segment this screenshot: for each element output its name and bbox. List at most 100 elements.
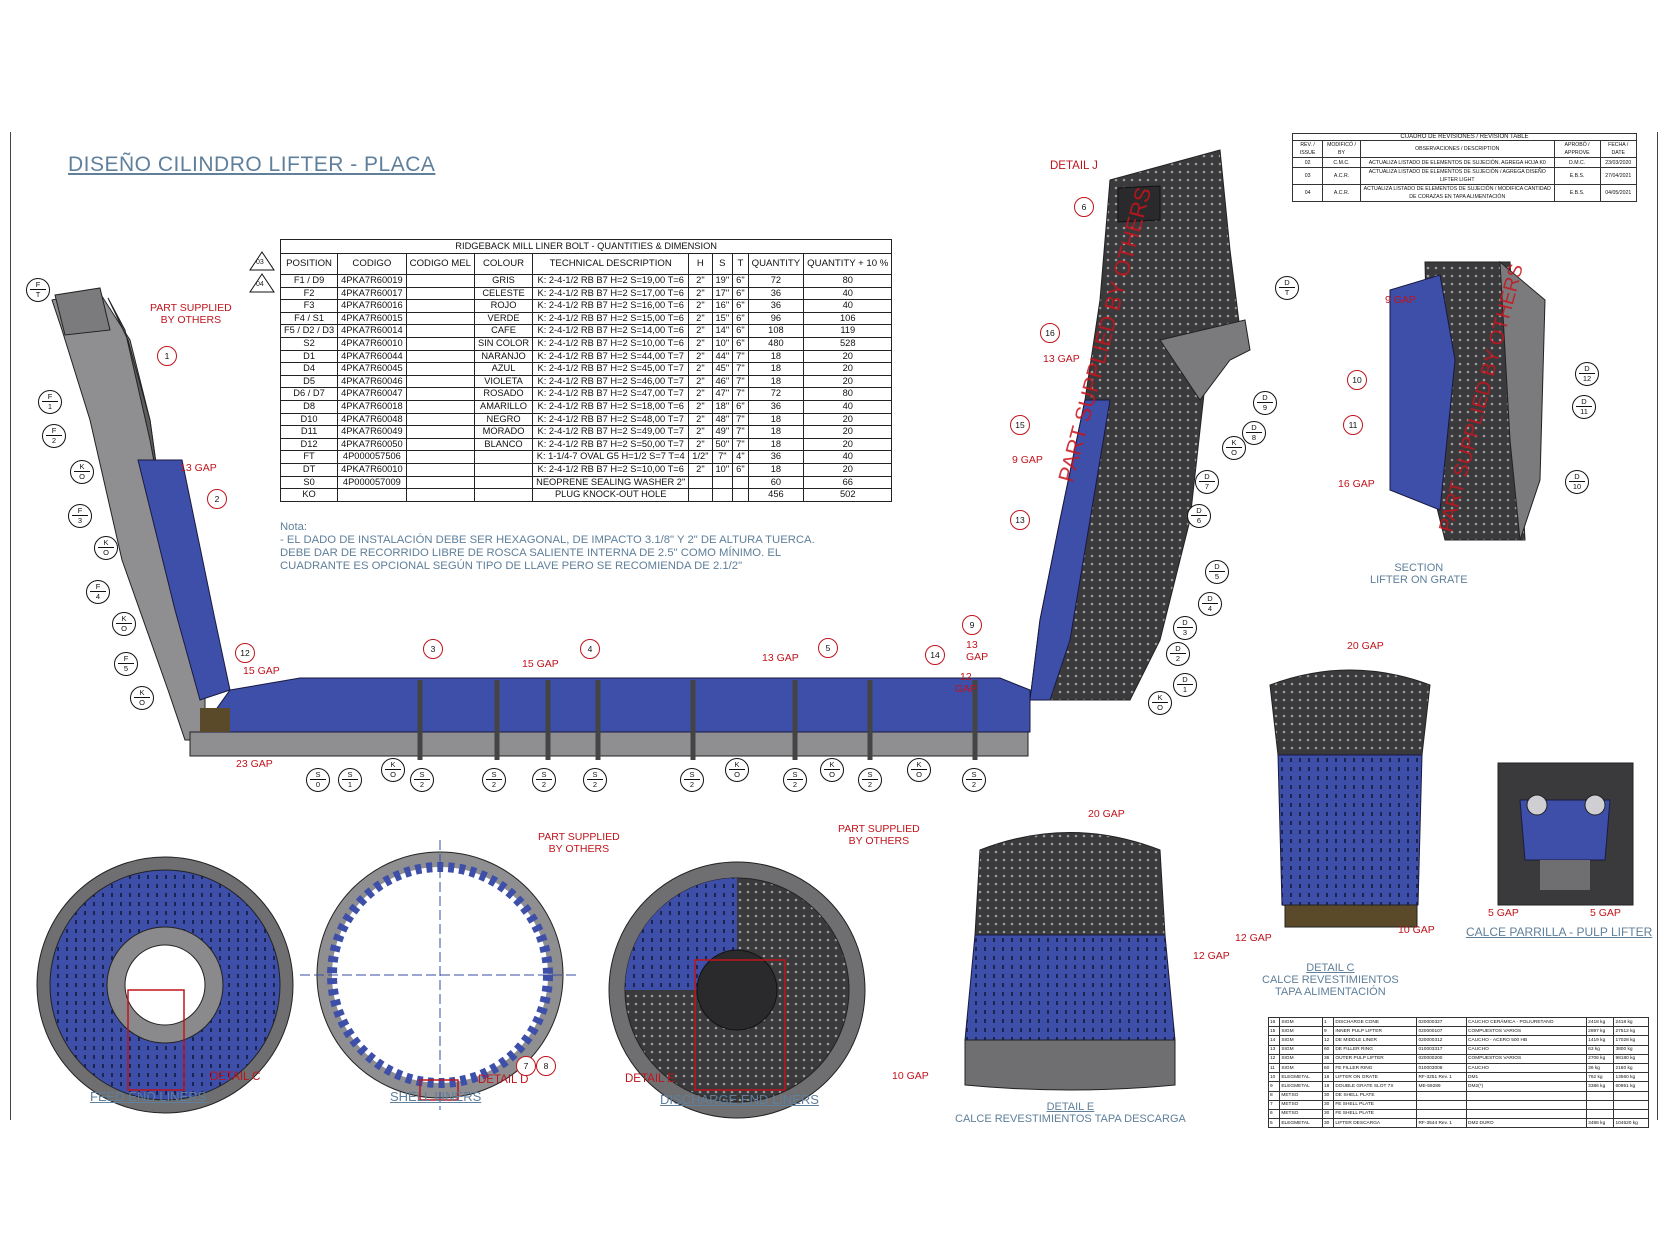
bolt-cell: 2": [688, 286, 713, 301]
bolt-cell: 2": [688, 349, 713, 364]
bolt-cell: D1: [279, 349, 339, 364]
rev-header: OBSERVACIONES / DESCRIPTION: [1359, 140, 1555, 158]
bolt-cell: [405, 437, 475, 452]
revision-cell: A.C.R.: [1322, 184, 1361, 202]
callout-bottom: 5: [1214, 572, 1220, 581]
callout-bottom: T: [1284, 288, 1290, 297]
bolt-cell: K: 2-4-1/2 RB B7 H=2 S=47,00 T=7: [532, 387, 690, 401]
parts-cell: ELEGMETAL: [1279, 1081, 1324, 1092]
bolt-cell: 2": [688, 437, 713, 452]
bolt-cell: SIN COLOR: [473, 336, 534, 351]
parts-cell: 762 kg: [1586, 1072, 1615, 1083]
part-number-balloon: 9: [962, 615, 982, 635]
callout-bottom: O: [390, 770, 396, 779]
bolt-cell: [405, 299, 475, 313]
bolt-cell: K: 2-4-1/2 RB B7 H=2 S=16,00 T=6: [532, 299, 690, 313]
parts-cell: METSO: [1279, 1108, 1324, 1120]
bolt-cell: 2": [688, 336, 713, 351]
bolt-cell: F5 / D2 / D3: [279, 324, 339, 338]
bolt-cell: D11: [279, 425, 339, 439]
bolt-cell: 20: [803, 462, 893, 477]
bolt-cell: 45": [711, 362, 734, 376]
callout-top: D: [1202, 594, 1218, 604]
parts-cell: 18: [1322, 1072, 1335, 1083]
parts-cell: 15: [1267, 1026, 1281, 1037]
bolt-cell: K: 2-4-1/2 RB B7 H=2 S=48,00 T=7: [532, 412, 690, 427]
bolt-cell: 36: [747, 286, 805, 301]
parts-cell: 30: [1322, 1090, 1335, 1101]
parts-cell: 2418 kg: [1613, 1016, 1649, 1028]
parts-cell: [1613, 1108, 1649, 1120]
bolt-cell: 4PKA7R60046: [337, 374, 407, 389]
parts-cell: CAUCHO: [1466, 1044, 1588, 1055]
callout-bottom: 1: [1182, 685, 1188, 694]
bolt-cell: K: 2-4-1/2 RB B7 H=2 S=50,00 T=7: [532, 437, 690, 452]
part-number-balloon: 1: [157, 346, 177, 366]
revision-cell: ACTUALIZA LISTADO DE ELEMENTOS DE SUJECI…: [1359, 157, 1555, 168]
parts-cell: [1416, 1099, 1468, 1110]
bolt-cell: K: 2-4-1/2 RB B7 H=2 S=10,00 T=6: [532, 462, 690, 477]
parts-cell: 5: [1267, 1118, 1281, 1129]
revision-table-caption: CUADRO DE REVISIONES / REVISION TABLE: [1292, 133, 1637, 140]
callout-top: D: [1177, 618, 1193, 628]
parts-cell: 36: [1322, 1053, 1335, 1064]
parts-cell: DE FILLER RING: [1333, 1044, 1418, 1055]
parts-cell: METSO: [1279, 1090, 1324, 1101]
bolt-cell: 108: [747, 324, 805, 338]
parts-cell: [1586, 1108, 1615, 1120]
callout-bottom: 4: [95, 592, 101, 601]
gap-label: 15 GAP: [522, 658, 559, 670]
parts-cell: [1586, 1090, 1615, 1101]
bolt-cell: F3: [279, 299, 339, 313]
feed-end-section: [51, 287, 231, 741]
part-number-balloon: 5: [818, 638, 838, 658]
parts-cell: 30: [1322, 1099, 1335, 1110]
callout-top: S: [342, 770, 358, 780]
bolt-cell: 20: [803, 412, 893, 427]
parts-cell: 60: [1322, 1044, 1335, 1055]
bolt-cell: 96: [747, 311, 805, 326]
section-lifter-on-grate: [1389, 260, 1546, 541]
callout-bottom: 12: [1582, 374, 1592, 383]
gap-label: 13 GAP: [1043, 353, 1080, 365]
bolt-cell: S0: [279, 475, 339, 490]
col-header: TECHNICAL DESCRIPTION: [532, 253, 690, 275]
callout-top: K: [134, 688, 150, 698]
discharge-end-liners-title: DISCHARGE END LINERS: [660, 1092, 819, 1107]
gap-label: 5 GAP: [1488, 907, 1519, 919]
bolt-cell: 7": [732, 425, 749, 439]
bolt-cell: AMARILLO: [473, 399, 534, 414]
bolt-cell: CELESTE: [473, 286, 534, 301]
detail-j-label: DETAIL J: [1050, 160, 1098, 172]
callout-top: S: [587, 770, 603, 780]
col-header: POSITION: [279, 253, 339, 275]
bolt-cell: [473, 488, 534, 502]
callout-bottom: 3: [1182, 628, 1188, 637]
bolt-cell: [405, 349, 475, 364]
part-number-balloon: 7: [516, 1056, 536, 1076]
callout-bottom: O: [79, 472, 85, 481]
rev-03-badge: 03: [256, 259, 264, 266]
parts-cell: DE SHELL PLATE: [1333, 1090, 1418, 1101]
parts-cell: FE FILLER RING: [1333, 1062, 1418, 1074]
gap-label: 13: [966, 639, 978, 651]
parts-cell: 16: [1267, 1016, 1281, 1028]
bolt-cell: 6": [732, 399, 749, 414]
gap-label: 15 GAP: [243, 665, 280, 677]
bolt-cell: NARANJO: [473, 349, 534, 364]
bolt-cell: 47": [711, 387, 734, 401]
